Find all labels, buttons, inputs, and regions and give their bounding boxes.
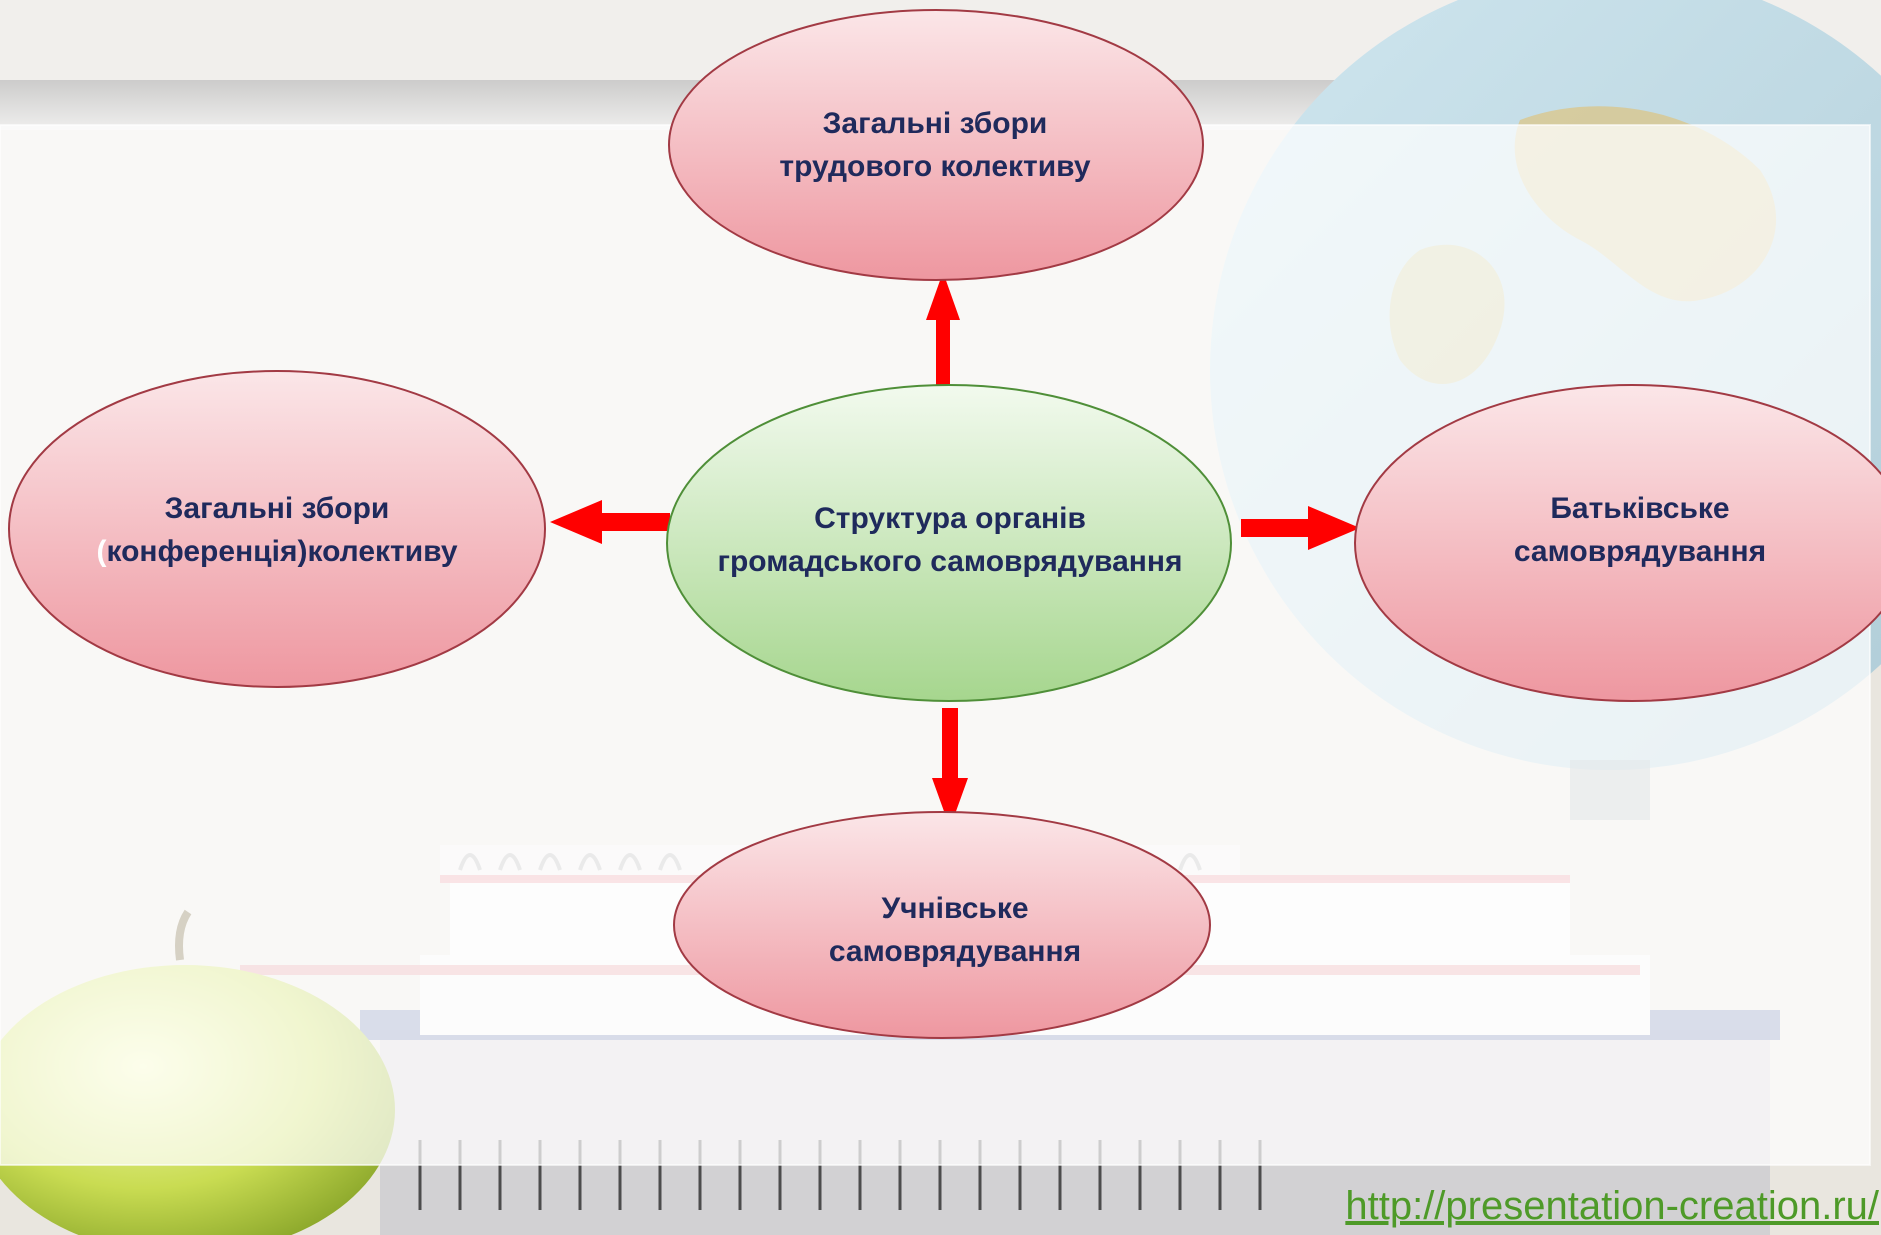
arrow-right bbox=[1241, 506, 1360, 550]
source-link[interactable]: http://presentation-creation.ru/ bbox=[1345, 1184, 1879, 1228]
node-bottom-ellipse bbox=[673, 811, 1211, 1039]
arrow-down bbox=[932, 708, 968, 828]
node-top-ellipse bbox=[668, 9, 1204, 281]
arrow-up bbox=[926, 272, 960, 390]
arrows bbox=[550, 272, 1360, 828]
arrow-left bbox=[550, 500, 670, 544]
node-left-ellipse bbox=[8, 370, 546, 688]
node-center-ellipse bbox=[666, 384, 1232, 702]
node-right-ellipse bbox=[1354, 384, 1881, 702]
